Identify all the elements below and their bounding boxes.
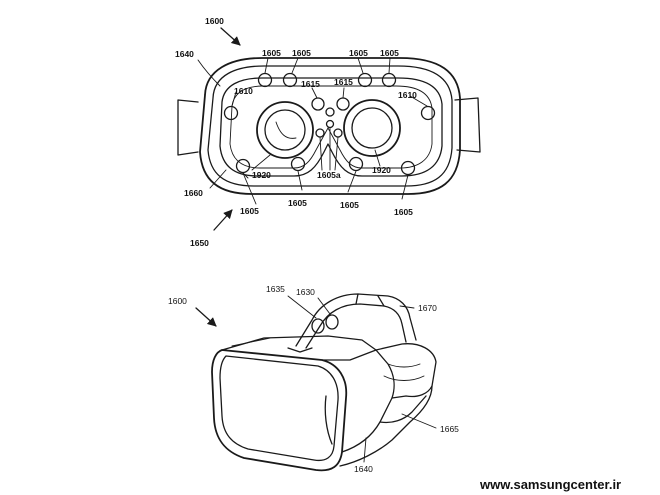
left-lens-inner (264, 109, 306, 151)
label-1605-t1: 1605 (262, 48, 281, 58)
left-lens-reflection (275, 121, 297, 139)
leader-1665 (401, 413, 437, 429)
sensor-1605-2 (282, 72, 298, 88)
label-1920-left: 1920 (252, 170, 271, 180)
sensor-1605-br-2 (400, 160, 416, 176)
top-figure-hmd-rear-view (177, 27, 481, 231)
bottom-figure-hmd-isometric (195, 293, 437, 472)
label-1660: 1660 (184, 188, 203, 198)
label-1630: 1630 (296, 287, 315, 297)
strap-buckle (287, 347, 313, 353)
sensor-center-top (325, 107, 335, 117)
strap-seam (355, 293, 359, 305)
sensor-1605-3 (357, 72, 373, 88)
cushion-line-1 (387, 363, 421, 368)
label-1610-right: 1610 (398, 90, 417, 100)
sensor-1635 (311, 318, 325, 334)
top-figure-labels: 1600 1640 1605 1605 1605 1605 1610 1610 … (175, 16, 417, 248)
sensor-1605-bl-2 (290, 156, 306, 172)
label-1920-right: 1920 (372, 165, 391, 175)
sensor-1630 (325, 314, 339, 330)
front-cover (211, 349, 348, 472)
sensor-1610-left (223, 105, 239, 121)
top-surface (221, 335, 377, 361)
sensor-center-mid (325, 119, 335, 129)
top-edge-line (231, 337, 271, 347)
strap-seam-2 (377, 295, 385, 307)
cushion-inner-line (229, 85, 433, 169)
sensor-1605-4 (381, 72, 397, 88)
housing-rim (207, 65, 453, 187)
top-strap-inner (305, 303, 407, 349)
body-bottom (339, 385, 433, 467)
sensor-1605-1 (257, 72, 273, 88)
right-lens-inner (351, 107, 393, 149)
label-1670: 1670 (418, 303, 437, 313)
watermark-url: www.samsungcenter.ir (480, 477, 622, 492)
label-1640-top: 1640 (175, 49, 194, 59)
top-leader-lines (197, 57, 428, 205)
label-1605-b3: 1605 (340, 200, 359, 210)
sensor-1610-right (420, 105, 436, 121)
top-strap (295, 293, 417, 347)
label-1605-t3: 1605 (349, 48, 368, 58)
right-lens-outer (343, 99, 401, 157)
body-side (341, 349, 395, 453)
leader-1640-bottom (363, 437, 367, 463)
sensor-1605a-left (315, 128, 325, 138)
sensor-array (223, 72, 436, 176)
right-strap (454, 97, 481, 153)
cushion-lower (379, 395, 427, 424)
label-1610-left: 1610 (234, 86, 253, 96)
label-1665: 1665 (440, 424, 459, 434)
sensor-1605-br-1 (348, 156, 364, 172)
sensor-1615-left (311, 97, 325, 111)
face-cushion-iso (375, 343, 437, 399)
front-cover-inner (219, 355, 339, 462)
face-cushion (219, 77, 443, 177)
leader-1630 (317, 297, 331, 315)
side-groove (324, 395, 333, 445)
sensor-1615-right (336, 97, 350, 111)
cushion-line-2 (383, 375, 425, 381)
label-1605-t2: 1605 (292, 48, 311, 58)
label-1635: 1635 (266, 284, 285, 294)
arrow-1650 (213, 209, 233, 231)
label-1605-b2: 1605 (288, 198, 307, 208)
sensor-1605-bl-1 (235, 158, 251, 174)
label-1605-b1: 1605 (240, 206, 259, 216)
label-1640-bottom: 1640 (354, 464, 373, 474)
sensor-1605a-right (333, 128, 343, 138)
leader-1670 (399, 305, 415, 309)
label-1600-bottom: 1600 (168, 296, 187, 306)
label-1600-top: 1600 (205, 16, 224, 26)
outer-housing (199, 57, 461, 195)
label-1605-b4: 1605 (394, 207, 413, 217)
label-1615-left: 1615 (301, 79, 320, 89)
leader-1635 (287, 295, 317, 319)
left-strap (177, 99, 199, 156)
label-1615-right: 1615 (334, 77, 353, 87)
arrow-1600-bottom (195, 307, 217, 327)
label-1605a: 1605a (317, 170, 341, 180)
label-1650: 1650 (190, 238, 209, 248)
bottom-figure-labels: 1600 1635 1630 1670 1665 1640 (168, 284, 459, 474)
label-1605-t4: 1605 (380, 48, 399, 58)
left-lens-outer (256, 101, 314, 159)
arrow-1600-top (220, 27, 241, 46)
